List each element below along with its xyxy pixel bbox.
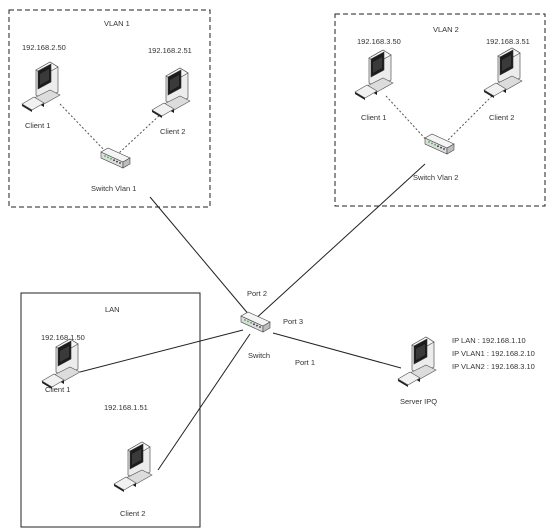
vlan1-switch-icon <box>100 147 131 169</box>
link-switch-lan-client1 <box>79 329 244 373</box>
lan-client1-computer-icon <box>41 338 81 390</box>
vlan2-client2-label: Client 2 <box>489 113 514 122</box>
link-switch-vlan2 <box>251 163 426 323</box>
link-switch-lan-client2 <box>157 333 251 471</box>
vlan1-client1-label: Client 1 <box>25 121 50 130</box>
vlan2-box <box>334 13 546 207</box>
vlan1-client1-ip: 192.168.2.50 <box>22 43 66 52</box>
link-vlan1-client1 <box>59 103 107 153</box>
lan-title: LAN <box>105 305 120 314</box>
link-vlan1-client2 <box>117 112 163 155</box>
vlan2-switch-icon <box>424 133 455 155</box>
vlan2-title: VLAN 2 <box>433 25 459 34</box>
vlan2-client2-ip: 192.168.3.51 <box>486 37 530 46</box>
vlan1-client2-label: Client 2 <box>160 127 185 136</box>
main-switch-port2: Port 2 <box>247 289 267 298</box>
vlan2-client1-computer-icon <box>354 49 394 101</box>
vlan1-client2-computer-icon <box>151 67 191 119</box>
vlan1-title: VLAN 1 <box>104 19 130 28</box>
vlan2-client1-label: Client 1 <box>361 113 386 122</box>
server-ip-lan: IP LAN : 192.168.1.10 <box>452 336 526 345</box>
vlan2-client2-computer-icon <box>483 47 523 99</box>
vlan2-client1-ip: 192.168.3.50 <box>357 37 401 46</box>
server-ip-vlan2: IP VLAN2 : 192.168.3.10 <box>452 362 535 371</box>
vlan2-switch-label: Switch Vlan 2 <box>413 173 458 182</box>
lan-client1-ip: 192.168.1.50 <box>41 333 85 342</box>
lan-client2-label: Client 2 <box>120 509 145 518</box>
vlan1-client2-ip: 192.168.2.51 <box>148 46 192 55</box>
main-switch-label: Switch <box>248 351 270 360</box>
server-computer-icon <box>397 336 437 388</box>
link-switch-server <box>272 332 402 369</box>
vlan1-switch-label: Switch Vlan 1 <box>91 184 136 193</box>
lan-box <box>20 292 201 528</box>
link-vlan2-client2 <box>443 95 493 145</box>
lan-client2-ip: 192.168.1.51 <box>104 403 148 412</box>
link-switch-vlan1 <box>149 196 251 317</box>
vlan1-client1-computer-icon <box>21 61 61 113</box>
main-switch-port1: Port 1 <box>295 358 315 367</box>
link-vlan2-client1 <box>385 95 431 145</box>
lan-client2-computer-icon <box>113 441 153 493</box>
lan-client1-label: Client 1 <box>45 385 70 394</box>
server-label: Server IPQ <box>400 397 437 406</box>
main-switch-icon <box>240 311 271 333</box>
vlan1-box <box>8 9 211 208</box>
main-switch-port3: Port 3 <box>283 317 303 326</box>
server-ip-vlan1: IP VLAN1 : 192.168.2.10 <box>452 349 535 358</box>
